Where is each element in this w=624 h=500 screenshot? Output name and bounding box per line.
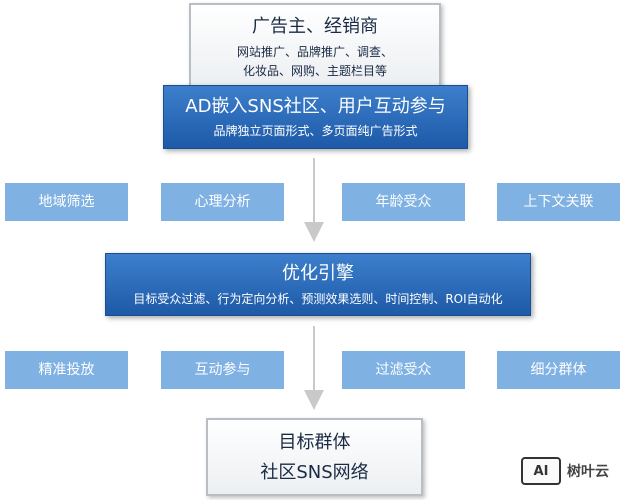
advertiser-line2: 化妆品、网购、主题栏目等 [242, 64, 387, 78]
pill-segment-group: 细分群体 [497, 351, 620, 389]
advertiser-title: 广告主、经销商 [252, 16, 378, 37]
engine-subtitle: 目标受众过滤、行为定向分析、预测效果选则、时间控制、ROI自动化 [133, 292, 503, 306]
target-group-title: 目标群体 [278, 432, 351, 453]
ad-embed-box: AD嵌入SNS社区、用户互动参与 品牌独立页面形式、多页面纯广告形式 [163, 85, 468, 149]
engine-title: 优化引擎 [282, 263, 354, 284]
ad-embed-title: AD嵌入SNS社区、用户互动参与 [185, 96, 446, 117]
watermark-text: 树叶云 [567, 464, 609, 480]
advertiser-box: 广告主、经销商 网站推广、品牌推广、调查、 化妆品、网购、主题栏目等 [189, 3, 441, 88]
pill-precise-delivery: 精准投放 [5, 351, 128, 389]
pill-psychology: 心理分析 [161, 183, 284, 221]
pill-age-audience: 年龄受众 [342, 183, 465, 221]
watermark: AI 树叶云 [521, 456, 609, 486]
advertiser-line1: 网站推广、品牌推广、调查、 [236, 45, 393, 59]
pill-filter-audience: 过滤受众 [342, 351, 465, 389]
target-group-subtitle: 社区SNS网络 [260, 462, 369, 483]
pill-region-filter: 地域筛选 [5, 183, 128, 221]
pill-context: 上下文关联 [497, 183, 620, 221]
optimization-engine-box: 优化引擎 目标受众过滤、行为定向分析、预测效果选则、时间控制、ROI自动化 [105, 253, 531, 316]
ad-embed-subtitle: 品牌独立页面形式、多页面纯广告形式 [213, 124, 418, 138]
pill-interaction: 互动参与 [161, 351, 284, 389]
watermark-logo-icon: AI [521, 457, 561, 485]
target-group-box: 目标群体 社区SNS网络 [206, 418, 423, 496]
